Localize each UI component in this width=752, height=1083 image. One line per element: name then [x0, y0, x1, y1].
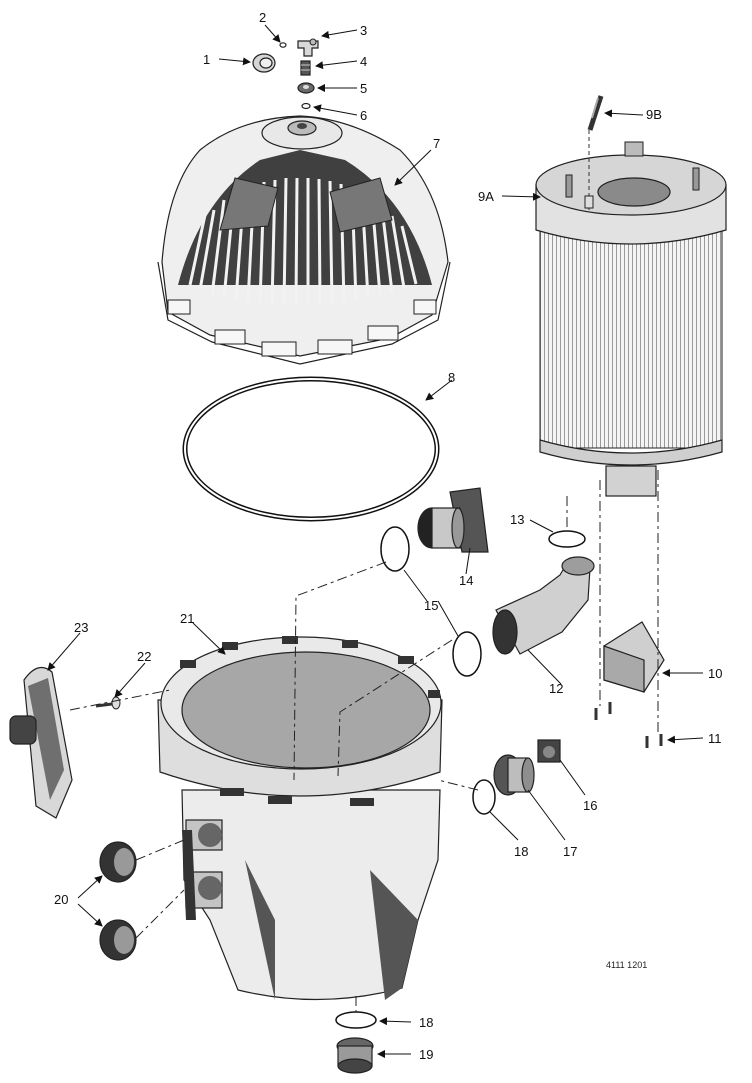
callout-1: 1	[203, 52, 210, 67]
part-20-union-nuts	[99, 841, 137, 961]
callout-17: 17	[563, 844, 577, 859]
part-4-spring	[300, 60, 311, 76]
part-22-screw	[95, 696, 121, 710]
part-17-fitting	[493, 754, 535, 796]
callout-19: 19	[419, 1047, 433, 1062]
part-9b-air-tube	[584, 95, 604, 210]
part-11-screws	[594, 702, 663, 748]
callout-labels: 1 2 3 4 5 6 7 8 9B 9A 10 11 12 13 14 15 …	[54, 10, 722, 1062]
part-5-nut	[297, 82, 315, 94]
callout-21: 21	[180, 611, 194, 626]
callout-15: 15	[424, 598, 438, 613]
part-2-o-ring	[279, 42, 287, 48]
callout-2: 2	[259, 10, 266, 25]
part-18-o-ring-side	[472, 779, 496, 815]
part-14-adapter	[417, 487, 489, 553]
part-9a-filter-cartridge	[535, 141, 727, 497]
drawing-number: 4111 1201	[606, 960, 647, 970]
callout-20: 20	[54, 892, 68, 907]
part-7-tank-dome	[157, 115, 451, 365]
callout-8: 8	[448, 370, 455, 385]
part-8-tank-o-ring	[182, 376, 440, 522]
callout-11: 11	[708, 731, 722, 746]
callout-14: 14	[459, 573, 473, 588]
callout-7: 7	[433, 136, 440, 151]
part-6-washer	[301, 102, 311, 110]
part-10-bracket	[603, 621, 665, 693]
callout-5: 5	[360, 81, 367, 96]
callout-23: 23	[74, 620, 88, 635]
leader-lines	[47, 24, 704, 1058]
part-13-o-ring	[548, 530, 586, 548]
callout-10: 10	[708, 666, 722, 681]
part-18-o-ring-bottom	[335, 1011, 377, 1029]
part-16-drain-cap	[537, 739, 561, 763]
part-3-relief-valve	[297, 38, 319, 57]
part-1-knob	[252, 53, 276, 73]
part-15-o-rings	[380, 526, 482, 677]
part-19-drain-plug	[336, 1037, 374, 1074]
part-12-elbow	[492, 556, 595, 655]
assembly-lines	[69, 470, 659, 1012]
callout-13: 13	[510, 512, 524, 527]
callout-3: 3	[360, 23, 367, 38]
part-23-valve-cover	[9, 666, 73, 819]
part-21-tank-body	[157, 636, 443, 1001]
callout-9a: 9A	[478, 189, 494, 204]
callout-16: 16	[583, 798, 597, 813]
callout-22: 22	[137, 649, 151, 664]
callout-9b: 9B	[646, 107, 662, 122]
callout-18-side: 18	[514, 844, 528, 859]
callout-18-bottom: 18	[419, 1015, 433, 1030]
callout-4: 4	[360, 54, 367, 69]
callout-12: 12	[549, 681, 563, 696]
callout-6: 6	[360, 108, 367, 123]
